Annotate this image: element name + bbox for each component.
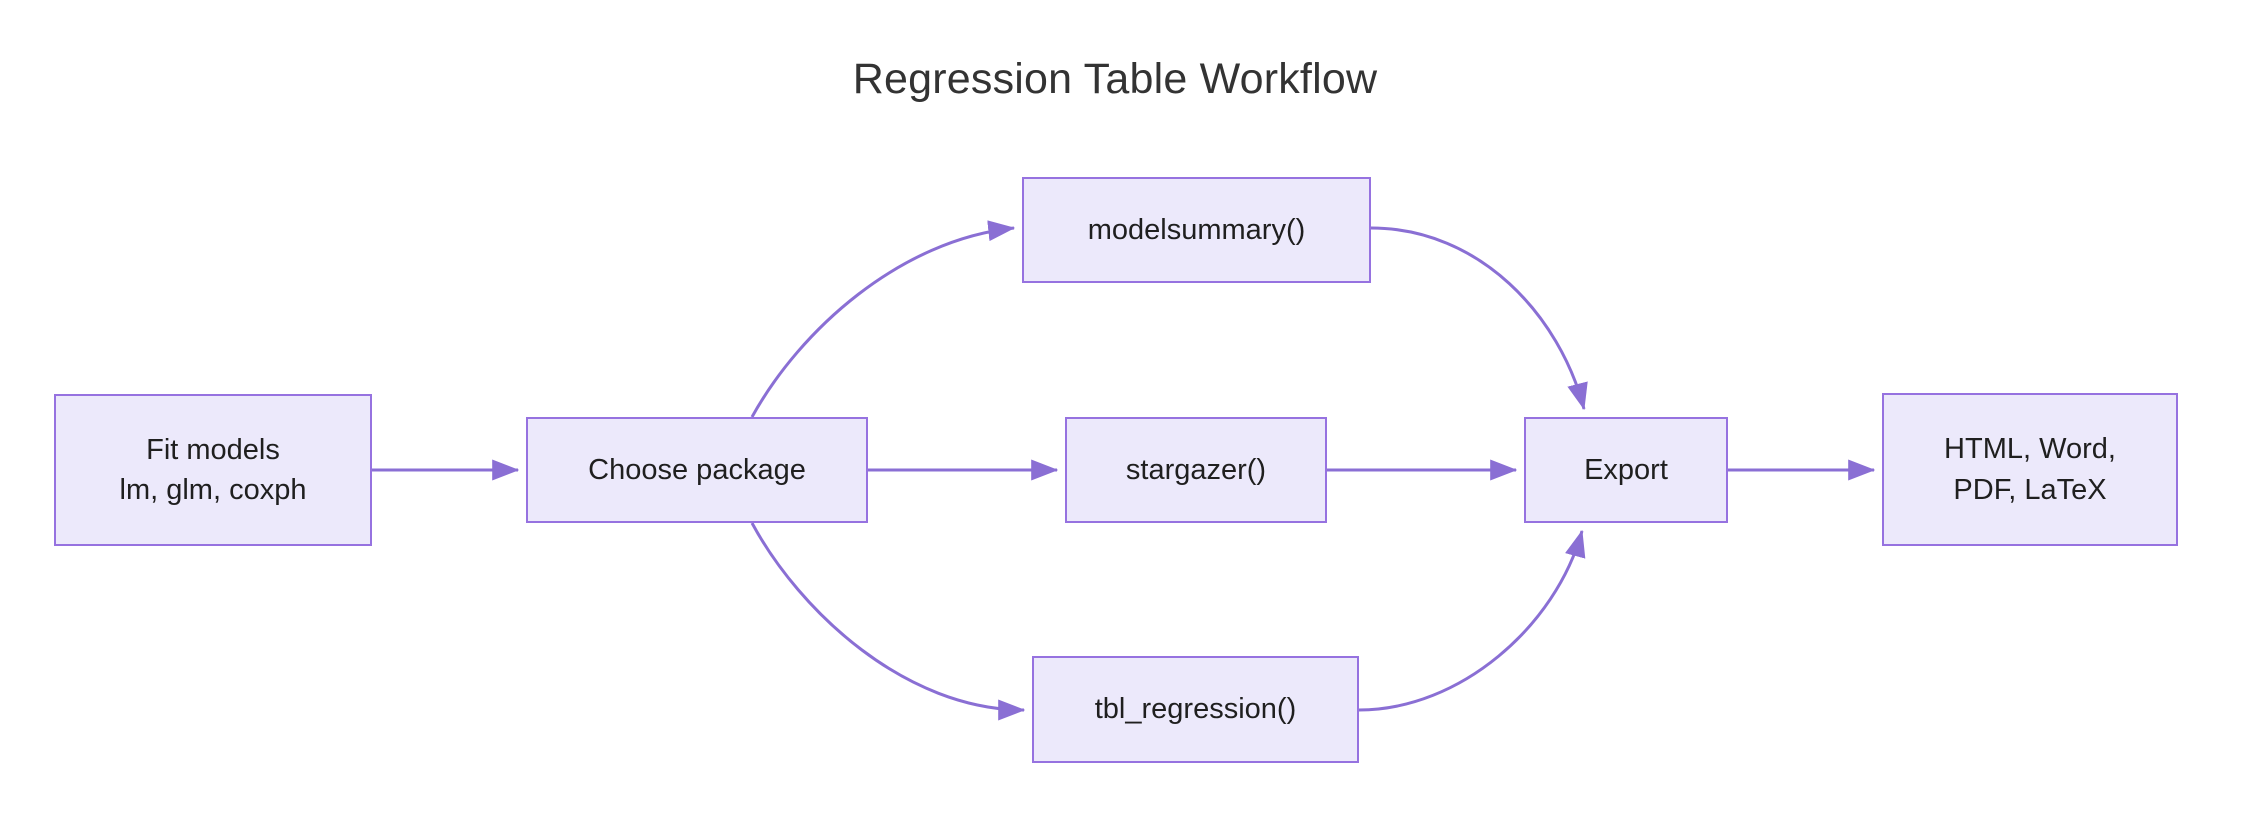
node-output-formats[interactable]: HTML, Word, PDF, LaTeX <box>1882 393 2178 546</box>
node-output-formats-label: HTML, Word, PDF, LaTeX <box>1944 433 2116 506</box>
edge-modelsummary-to-export <box>1370 226 1588 411</box>
edge-choose-to-tblregression <box>750 522 1026 721</box>
node-export-label: Export <box>1584 453 1668 486</box>
node-modelsummary-label: modelsummary() <box>1087 213 1306 246</box>
node-tbl-regression[interactable]: tbl_regression() <box>1032 656 1359 763</box>
edge-choose-to-modelsummary <box>750 220 1016 418</box>
node-choose-package[interactable]: Choose package <box>526 417 868 523</box>
node-stargazer[interactable]: stargazer() <box>1065 417 1327 523</box>
node-fit-models[interactable]: Fit models lm, glm, coxph <box>54 394 372 546</box>
node-stargazer-label: stargazer() <box>1125 453 1267 486</box>
node-tbl-regression-label: tbl_regression() <box>1094 693 1297 726</box>
page-title-text: Regression Table Workflow <box>852 55 1378 103</box>
node-choose-package-label: Choose package <box>588 453 806 486</box>
node-fit-models-label: Fit models lm, glm, coxph <box>119 433 307 506</box>
node-export[interactable]: Export <box>1524 417 1728 523</box>
edge-tblregression-to-export <box>1358 529 1586 712</box>
page-title: Regression Table Workflow <box>0 55 2248 103</box>
node-modelsummary[interactable]: modelsummary() <box>1022 177 1371 283</box>
